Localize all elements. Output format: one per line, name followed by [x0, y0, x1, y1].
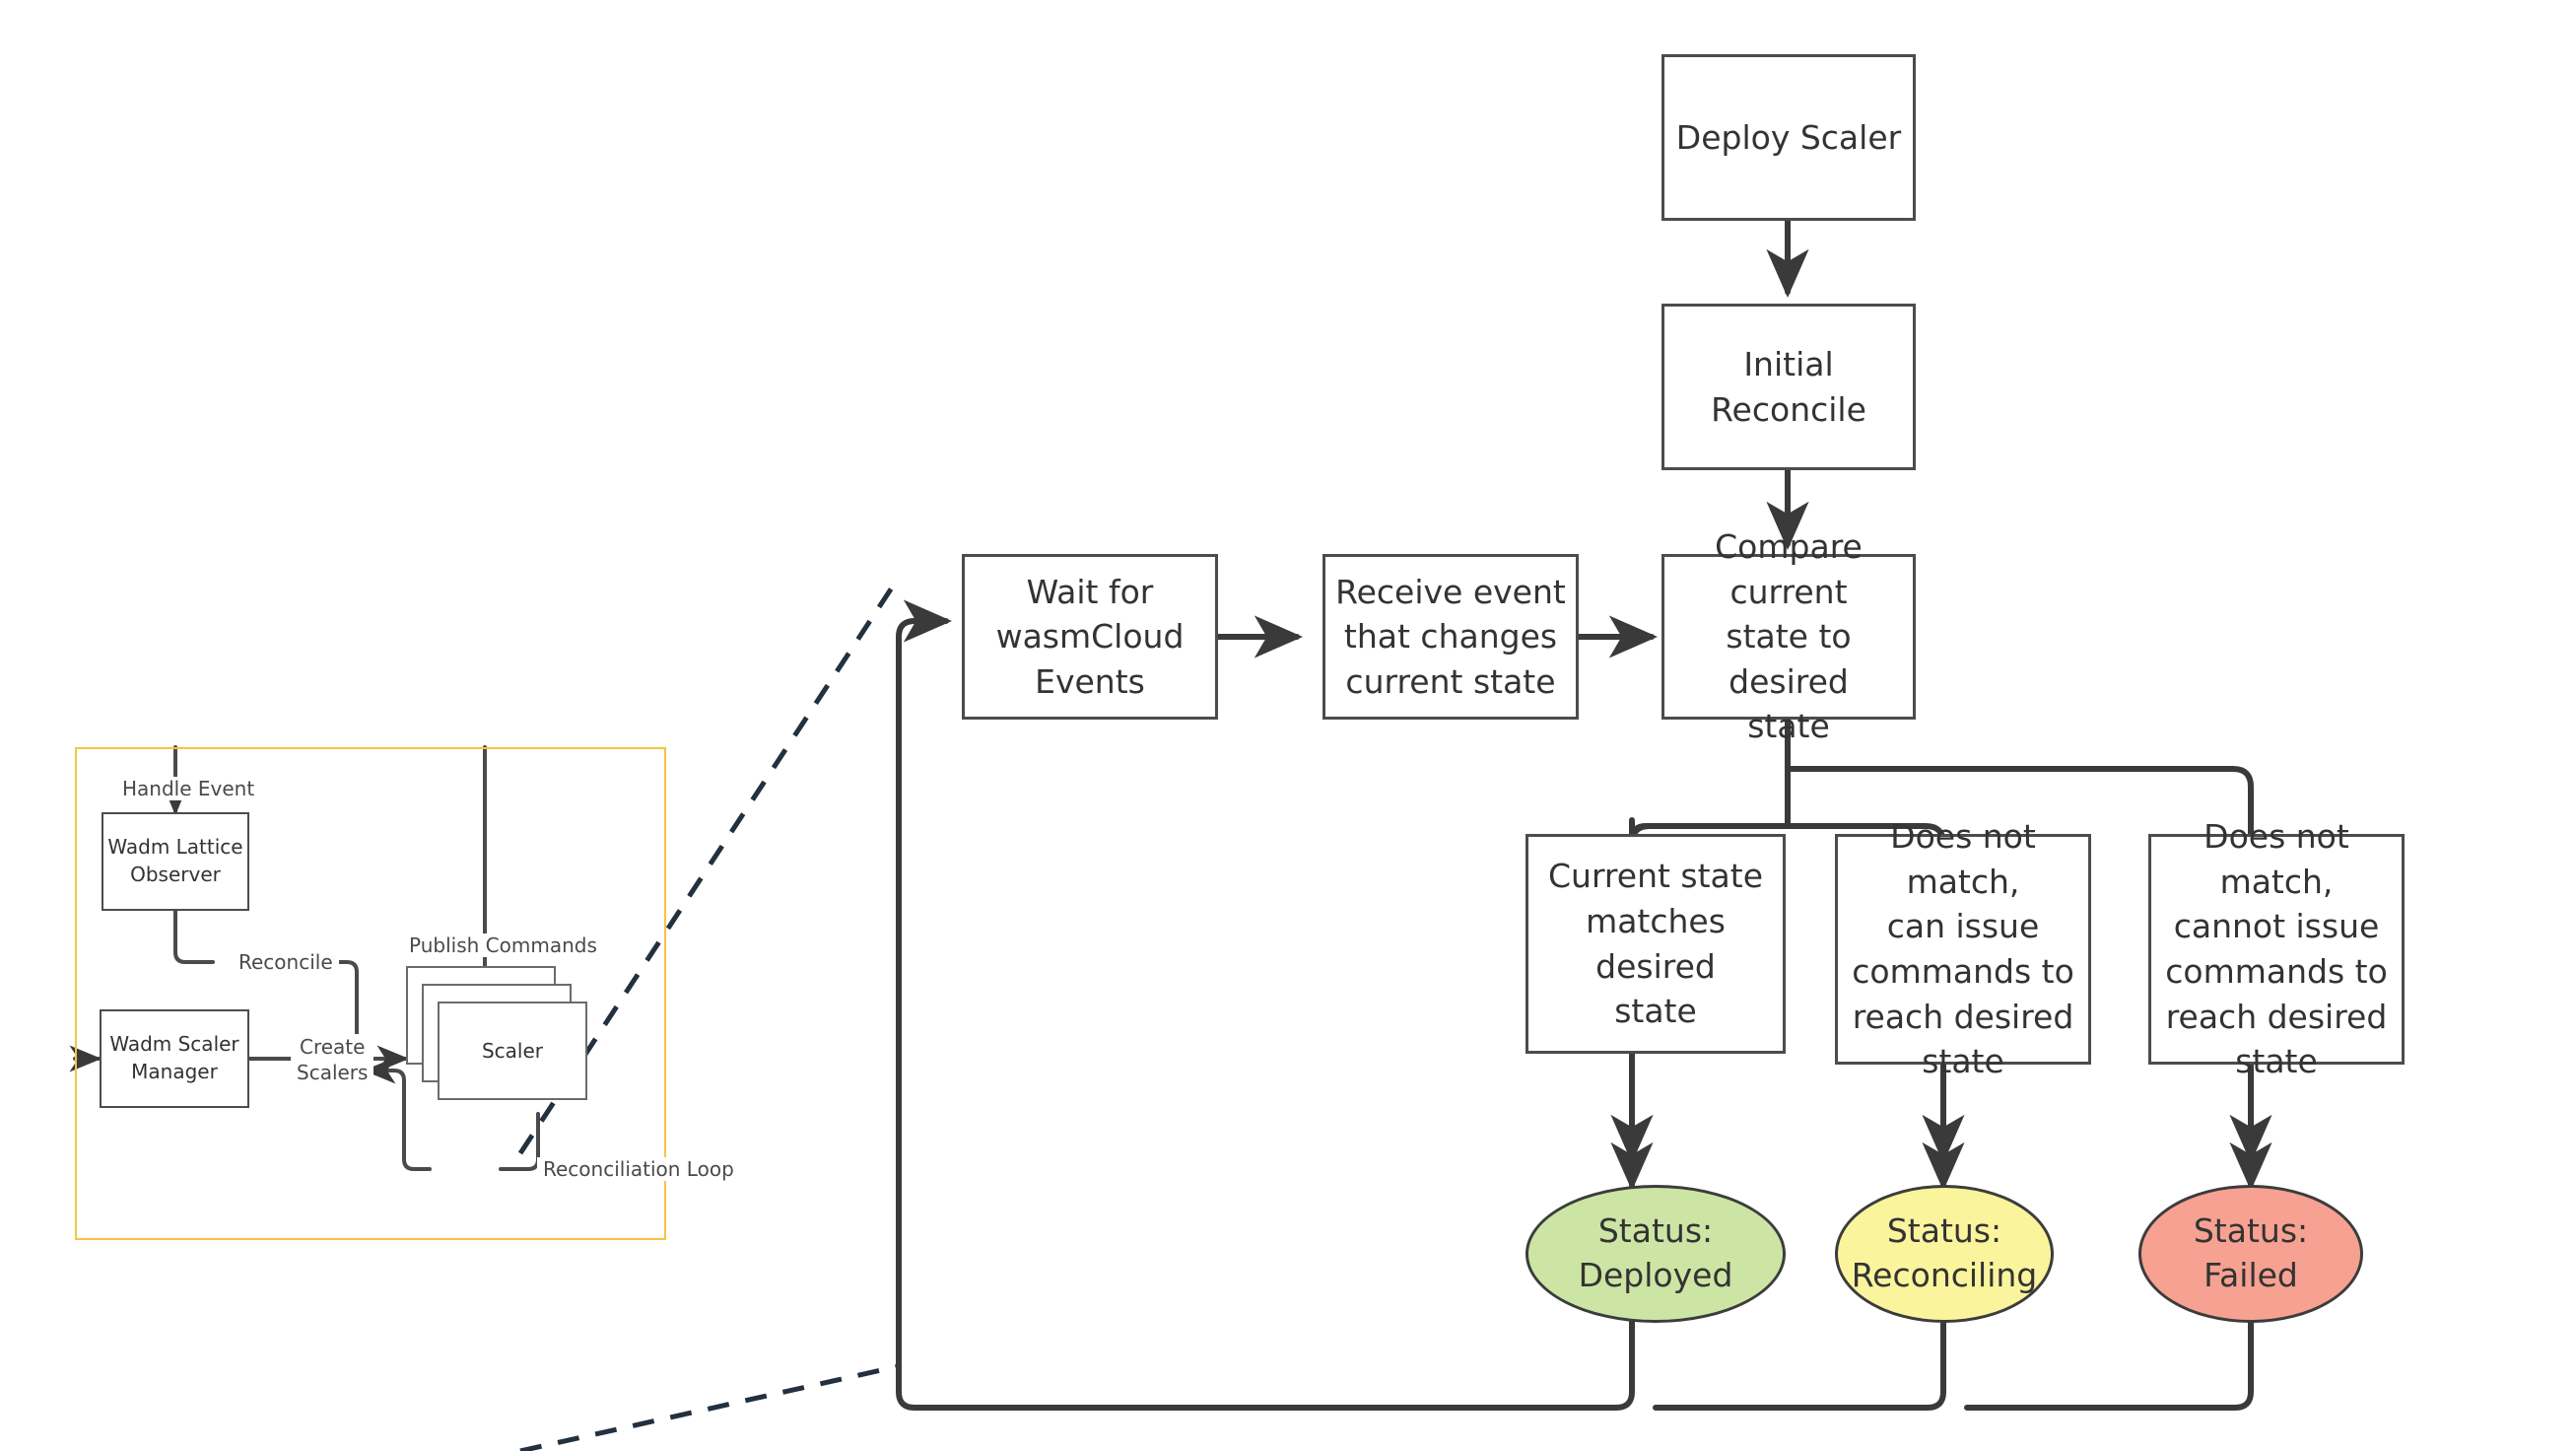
edge-to-branch-cannot-issue	[1785, 766, 2272, 1164]
edge-reconcile	[173, 909, 215, 964]
callout-dashed-connectors	[517, 574, 903, 1451]
node-deploy-scaler[interactable]: Deploy Scaler	[1661, 54, 1916, 221]
node-branch-cannot-issue[interactable]: Does not match, cannot issue commands to…	[2148, 817, 2405, 1080]
edge-label-reconciliation-loop: Reconciliation Loop	[537, 1157, 740, 1181]
node-initial-reconcile[interactable]: Initial Reconcile	[1661, 304, 1916, 470]
node-compare-state[interactable]: Compare current state to desired state	[1661, 527, 1916, 745]
wadm-group-frame	[75, 747, 666, 1240]
edge-label-publish-commands: Publish Commands	[403, 933, 603, 957]
status-deployed[interactable]: Status: Deployed	[1525, 1185, 1786, 1323]
status-failed[interactable]: Status: Failed	[2138, 1185, 2363, 1323]
edge-failed-return	[1964, 1318, 2254, 1411]
node-wait-for-events[interactable]: Wait for wasmCloud Events	[962, 554, 1218, 720]
scaler-stack-card-front[interactable]: Scaler	[438, 1002, 587, 1100]
status-reconciling[interactable]: Status: Reconciling	[1835, 1185, 2054, 1323]
edge-reconciling-return	[1653, 1318, 1946, 1411]
edge-deployed-return	[896, 599, 1635, 1411]
edge-label-create-scalers: Create Scalers	[291, 1034, 374, 1085]
edge-label-handle-event: Handle Event	[116, 777, 261, 800]
node-wadm-lattice-observer[interactable]: Wadm Lattice Observer	[102, 812, 249, 911]
dashed-connector-lower	[519, 1363, 900, 1451]
node-receive-event[interactable]: Receive event that changes current state	[1322, 554, 1579, 720]
edge-label-reconcile: Reconcile	[233, 950, 339, 974]
node-branch-match[interactable]: Current state matches desired state	[1525, 834, 1786, 1054]
node-branch-can-issue[interactable]: Does not match, can issue commands to re…	[1835, 817, 2091, 1080]
edge-reconciliation-loop-2	[363, 1057, 432, 1171]
node-wadm-scaler-manager[interactable]: Wadm Scaler Manager	[100, 1009, 249, 1108]
